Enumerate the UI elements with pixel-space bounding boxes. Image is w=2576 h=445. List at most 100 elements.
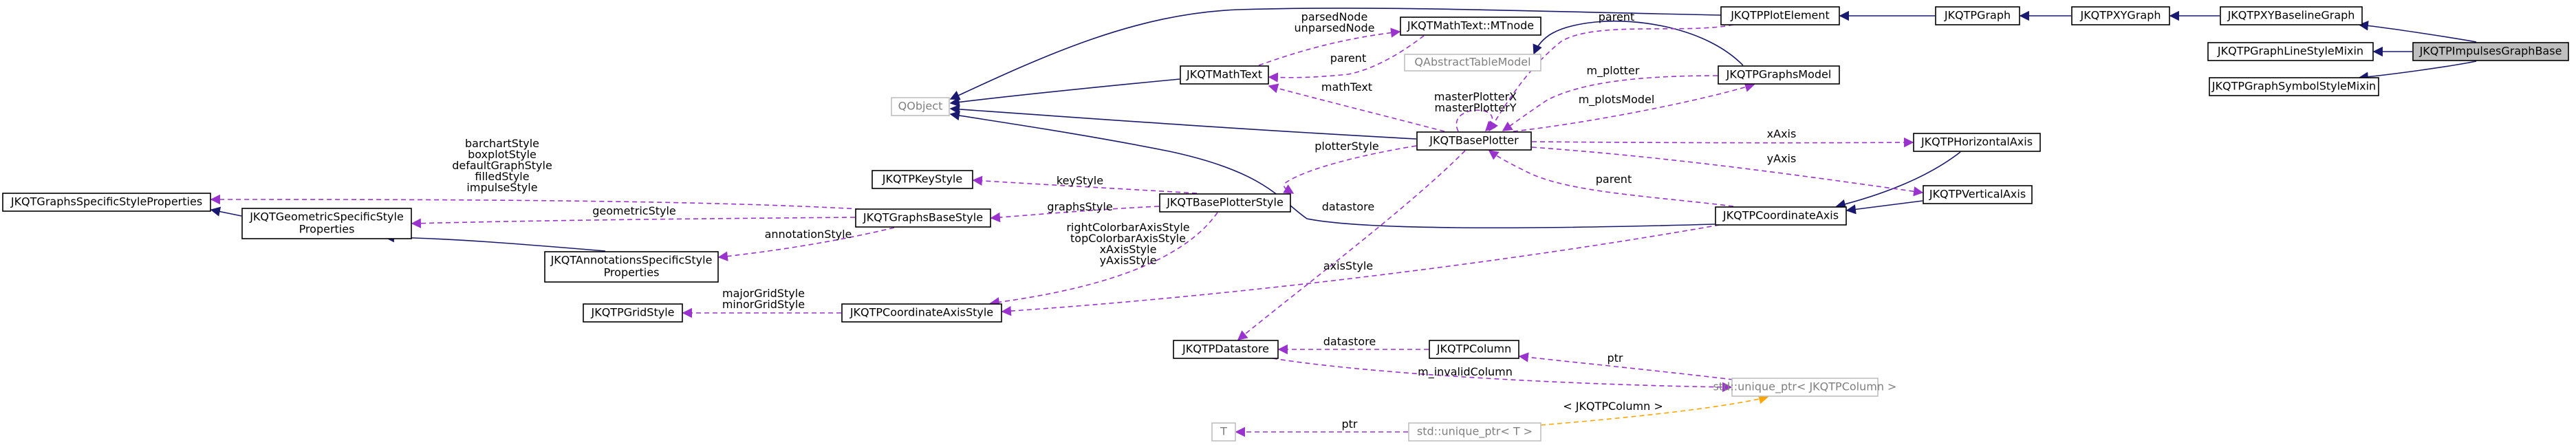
class-node-label: JKQTPXYBaselineGraph xyxy=(2227,9,2355,22)
edge-label-line: barchartStyle xyxy=(465,137,539,150)
class-node-graphsmodel[interactable]: JKQTPGraphsModel xyxy=(1718,65,1840,85)
class-node-label: JKQTGeometricSpecificStyle xyxy=(249,210,404,224)
edge-label-line: impulseStyle xyxy=(466,181,537,194)
edge-label-graphsmodel-to-baseplotter: m_plotter xyxy=(1587,64,1640,78)
edge-graphsmodel-to-abstracttable xyxy=(1533,20,1744,66)
edge-basestyle-to-keystyle xyxy=(972,175,1198,194)
class-node-label: JKQTPGraphSymbolStyleMixin xyxy=(2211,80,2376,93)
edge-baseplotter-to-graphsmodel xyxy=(1513,82,1755,132)
edge-horizontalaxis-to-coordinateaxis xyxy=(1835,151,1961,209)
edge-graphsbasestyle-to-specificstyle xyxy=(210,194,861,210)
class-node-horizontalaxis[interactable]: JKQTPHorizontalAxis xyxy=(1913,133,2041,152)
edge-coordinateaxis-to-axisstyle xyxy=(1001,224,1720,316)
class-node-symbolstyle[interactable]: JKQTPGraphSymbolStyleMixin xyxy=(2209,77,2379,96)
class-node-label: QAbstractTableModel xyxy=(1414,56,1530,69)
class-node-label: JKQTGraphsBaseStyle xyxy=(863,211,983,224)
class-node-specificstyle[interactable]: JKQTGraphsSpecificStyleProperties xyxy=(2,193,211,212)
edge-label-line: datastore xyxy=(1323,335,1376,348)
edge-label-column-to-datastore: datastore xyxy=(1323,335,1376,348)
edge-label-line: mathText xyxy=(1321,80,1372,94)
class-node-t[interactable]: T xyxy=(1211,422,1236,442)
edge-label-line: unparsedNode xyxy=(1295,21,1375,34)
edge-impulses-to-symbolstyle xyxy=(2358,61,2477,82)
class-node-plotelement[interactable]: JKQTPPlotElement xyxy=(1720,6,1840,25)
edge-label-line: masterPlotterX xyxy=(1434,90,1517,103)
class-node-label: JKQTAnnotationsSpecificStyle xyxy=(550,254,713,267)
edge-label-line: parent xyxy=(1330,52,1366,65)
edge-label-line: < JKQTPColumn > xyxy=(1563,400,1663,413)
class-node-mtnode[interactable]: JKQTMathText::MTnode xyxy=(1400,17,1541,36)
class-node-basestyle[interactable]: JKQTBasePlotterStyle xyxy=(1159,193,1291,213)
class-node-label: JKQTPGraphLineStyleMixin xyxy=(2217,45,2363,58)
edge-impulses-to-xybaseline xyxy=(2358,21,2477,43)
class-node-graph[interactable]: JKQTPGraph xyxy=(1935,6,2020,25)
edge-label-mtnode-to-mathtext: parent xyxy=(1330,52,1366,65)
edge-label-line: yAxisStyle xyxy=(1100,254,1157,267)
class-node-datastore[interactable]: JKQTPDatastore xyxy=(1173,340,1279,359)
edge-baseplotter-to-datastore xyxy=(1237,150,1466,340)
edge-label-baseplotter-to-datastore: datastore xyxy=(1322,200,1375,213)
class-node-keystyle[interactable]: JKQTPKeyStyle xyxy=(872,170,973,189)
edge-label-line: annotationStyle xyxy=(765,228,852,241)
edge-label-line: datastore xyxy=(1322,200,1375,213)
class-node-label: JKQTPXYGraph xyxy=(2079,9,2161,22)
edge-label-line: topColorbarAxisStyle xyxy=(1070,232,1186,245)
class-node-axisstyle[interactable]: JKQTPCoordinateAxisStyle xyxy=(841,303,1002,323)
class-node-xygraph[interactable]: JKQTPXYGraph xyxy=(2071,6,2170,25)
class-node-label: Properties xyxy=(604,266,660,279)
class-node-label: QObject xyxy=(898,100,943,113)
class-node-label: JKQTPPlotElement xyxy=(1730,9,1830,22)
class-node-mathtext[interactable]: JKQTMathText xyxy=(1180,65,1269,85)
class-node-label: JKQTMathText::MTnode xyxy=(1407,19,1534,32)
edge-datastore-to-uniqueptrcol xyxy=(1272,358,1733,393)
class-node-verticalaxis[interactable]: JKQTPVerticalAxis xyxy=(1923,185,2033,204)
class-node-uniqueptrcol[interactable]: std::unique_ptr< JKQTPColumn > xyxy=(1713,378,1897,397)
class-node-qobject[interactable]: QObject xyxy=(891,97,950,116)
class-node-uniqueptrt[interactable]: std::unique_ptr< T > xyxy=(1408,422,1541,442)
class-node-abstracttable[interactable]: QAbstractTableModel xyxy=(1404,54,1541,72)
edge-label-plotelement-to-baseplotter: parent xyxy=(1599,10,1634,23)
edge-baseplotter-to-horizontalaxis xyxy=(1531,137,1914,148)
class-node-gridstyle[interactable]: JKQTPGridStyle xyxy=(583,303,683,323)
edge-label-line: defaultGraphStyle xyxy=(452,159,552,172)
class-node-label: JKQTPCoordinateAxisStyle xyxy=(849,306,993,319)
class-node-label: JKQTPCoordinateAxis xyxy=(1722,209,1839,222)
edge-graphsbasestyle-to-annotationsstyle xyxy=(717,227,895,261)
edge-label-line: xAxisStyle xyxy=(1100,243,1157,256)
class-node-baseplotter[interactable]: JKQTBasePlotter xyxy=(1416,131,1532,151)
edge-verticalaxis-to-coordinateaxis xyxy=(1846,200,1923,215)
class-node-graphsbasestyle[interactable]: JKQTGraphsBaseStyle xyxy=(855,208,991,228)
edge-mtnode-to-mathtext xyxy=(1268,35,1425,83)
edge-label-line: rightColorbarAxisStyle xyxy=(1066,221,1189,234)
class-node-label: JKQTPVerticalAxis xyxy=(1929,188,2026,201)
edge-label-line: masterPlotterY xyxy=(1434,101,1516,114)
class-node-label: JKQTPColumn xyxy=(1436,343,1512,356)
edge-label-baseplotter-to-mathtext: mathText xyxy=(1321,80,1372,94)
class-node-label: JKQTPGridStyle xyxy=(591,306,675,319)
edge-label-line: plotterStyle xyxy=(1314,140,1379,153)
class-node-label: JKQTPHorizontalAxis xyxy=(1920,135,2033,149)
class-node-label: JKQTMathText xyxy=(1186,68,1262,81)
edge-basestyle-to-graphsbasestyle xyxy=(990,206,1160,223)
edge-graphsbasestyle-to-geometricstyle xyxy=(411,217,856,228)
edge-label-basestyle-to-graphsbasestyle: graphsStyle xyxy=(1047,200,1112,213)
class-node-impulses[interactable]: JKQTPImpulsesGraphBase xyxy=(2412,42,2569,61)
edge-uniqueptrt-to-uniqueptrcol xyxy=(1540,394,1769,426)
edge-baseplotter-to-mathtext xyxy=(1268,83,1445,132)
class-node-xybaseline[interactable]: JKQTPXYBaselineGraph xyxy=(2220,6,2363,25)
edge-plotelement-to-qobject xyxy=(949,8,1722,100)
class-node-coordinateaxis[interactable]: JKQTPCoordinateAxis xyxy=(1715,206,1847,226)
edge-layer xyxy=(210,8,2477,437)
edge-basestyle-to-axisstyle xyxy=(989,212,1218,307)
class-node-linestyle[interactable]: JKQTPGraphLineStyleMixin xyxy=(2207,42,2374,61)
edge-label-line: boxplotStyle xyxy=(468,148,537,161)
class-node-column[interactable]: JKQTPColumn xyxy=(1429,340,1519,359)
edge-label-uniqueptrt-to-t: ptr xyxy=(1341,417,1357,431)
edge-baseplotter-to-verticalaxis xyxy=(1531,146,1924,197)
edge-baseplotter-to-basestyle xyxy=(1283,145,1417,194)
